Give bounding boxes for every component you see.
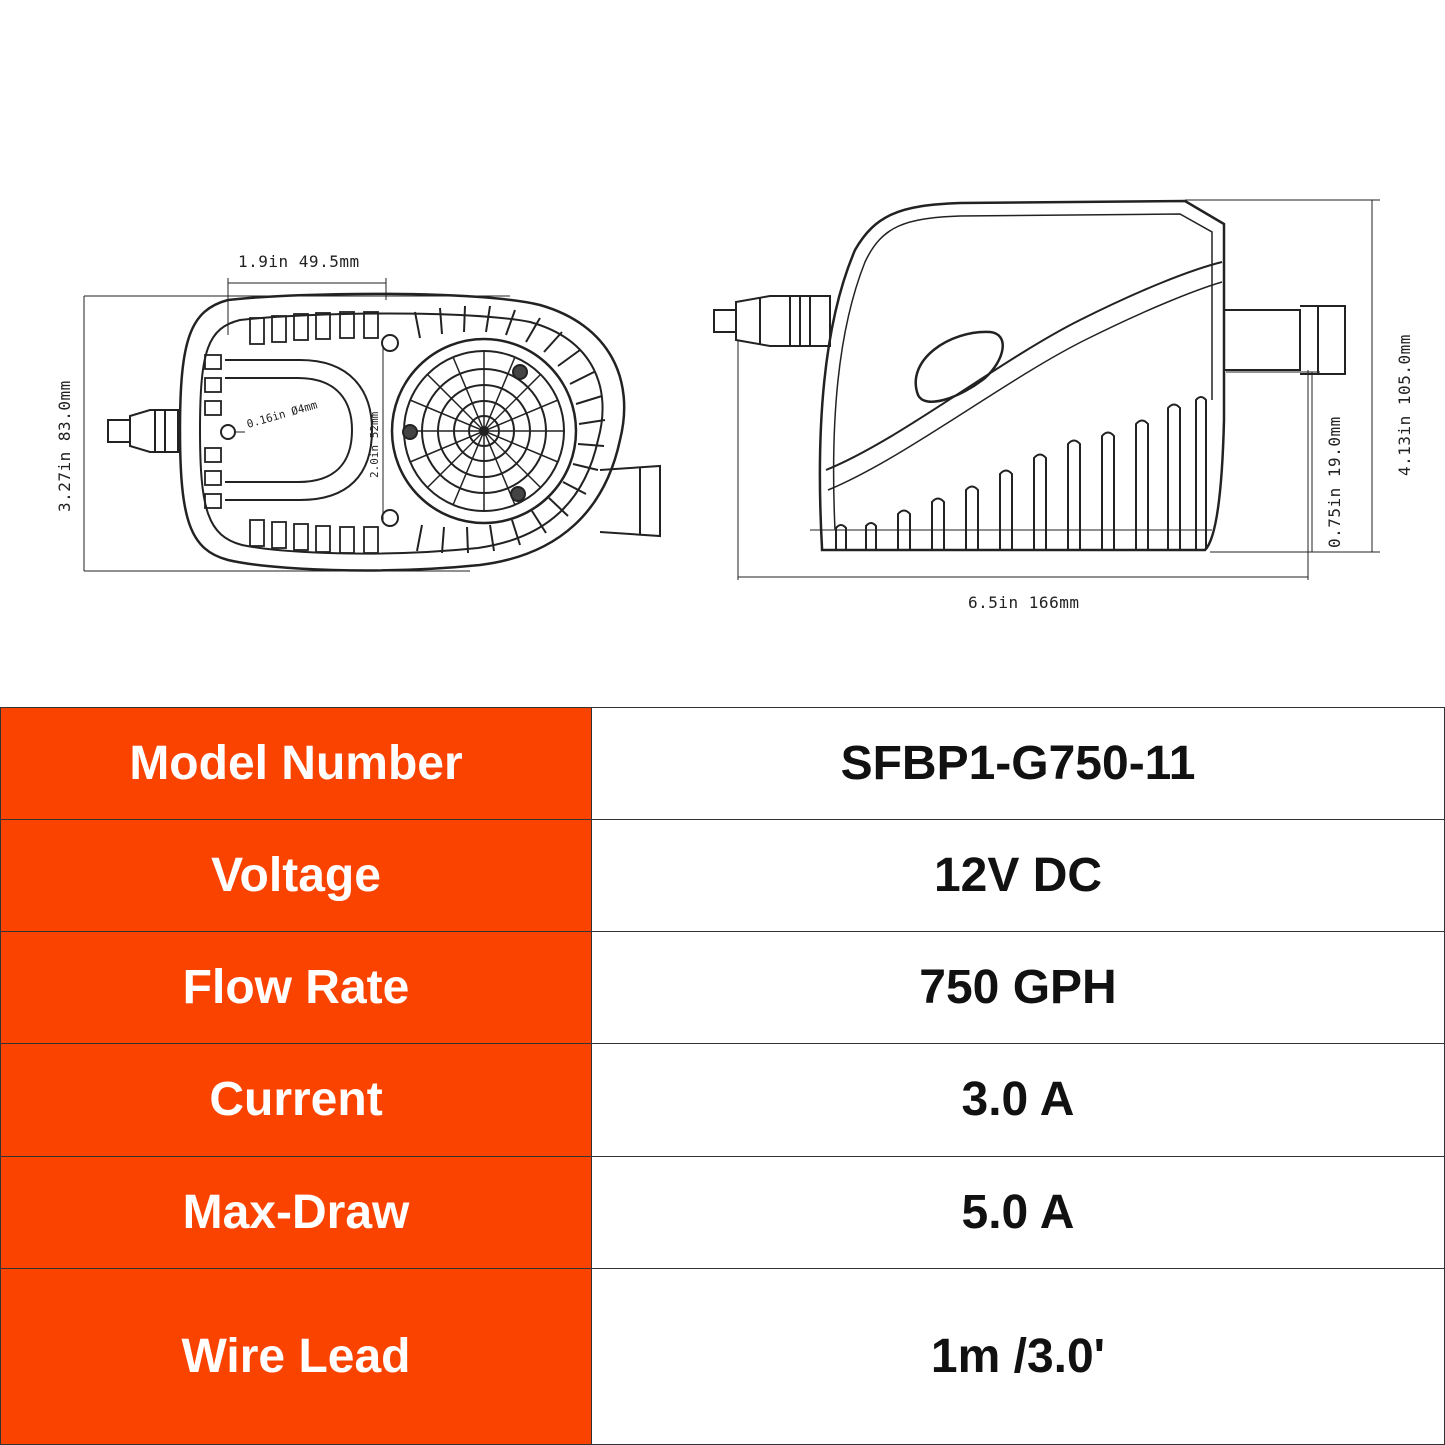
technical-drawings: 1.9in 49.5mm 3.27in 83.0mm 0.16in Ø4mm 2…: [55, 199, 1414, 612]
spec-value: 5.0 A: [591, 1155, 1445, 1269]
top-height-dimension: 3.27in 83.0mm: [55, 380, 74, 512]
spec-value: 12V DC: [591, 819, 1445, 933]
table-row: Voltage 12V DC: [0, 819, 1445, 933]
side-length-dimension: 6.5in 166mm: [968, 593, 1079, 612]
hole-spacing-dimension: 2.0in 52mm: [368, 411, 381, 478]
specifications-table: Model Number SFBP1-G750-11 Voltage 12V D…: [0, 706, 1445, 1445]
spec-value: SFBP1-G750-11: [591, 706, 1445, 821]
hole-diameter-dimension: 0.16in Ø4mm: [245, 398, 319, 431]
table-row: Flow Rate 750 GPH: [0, 931, 1445, 1045]
spec-value: 750 GPH: [591, 931, 1445, 1045]
spec-label: Wire Lead: [0, 1267, 592, 1445]
spec-value: 1m /3.0': [591, 1267, 1445, 1445]
pump-top-view-drawing: [83, 278, 661, 572]
pump-side-view-drawing: [713, 199, 1380, 580]
table-row: Model Number SFBP1-G750-11: [0, 706, 1445, 821]
table-row: Max-Draw 5.0 A: [0, 1155, 1445, 1269]
side-height-dimension: 4.13in 105.0mm: [1395, 334, 1414, 476]
spec-label: Model Number: [0, 706, 592, 821]
outlet-dimension: 0.75in 19.0mm: [1325, 416, 1344, 548]
spec-label: Flow Rate: [0, 931, 592, 1045]
table-row: Wire Lead 1m /3.0': [0, 1267, 1445, 1445]
top-width-dimension: 1.9in 49.5mm: [238, 252, 360, 271]
spec-label: Max-Draw: [0, 1155, 592, 1269]
spec-label: Voltage: [0, 819, 592, 933]
spec-value: 3.0 A: [591, 1043, 1445, 1157]
table-row: Current 3.0 A: [0, 1043, 1445, 1157]
spec-label: Current: [0, 1043, 592, 1157]
